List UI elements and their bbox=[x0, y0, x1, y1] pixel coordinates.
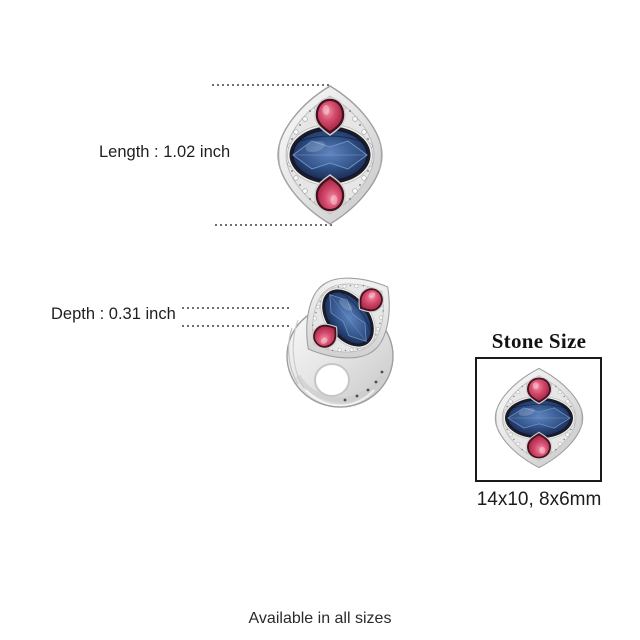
depth-label: Depth : 0.31 inch bbox=[51, 305, 176, 323]
depth-measure-line-top bbox=[182, 307, 291, 309]
stone-dimensions-label: 14x10, 8x6mm bbox=[476, 489, 602, 510]
stone-size-title: Stone Size bbox=[491, 329, 587, 353]
availability-label: Available in all sizes bbox=[248, 610, 392, 627]
ring-stone-size-image bbox=[494, 367, 583, 469]
length-measure-line-top bbox=[212, 84, 329, 86]
length-label: Length : 1.02 inch bbox=[99, 143, 231, 161]
length-measure-line-bottom bbox=[215, 224, 335, 226]
ring-side-view-image bbox=[282, 276, 398, 408]
ring-hole bbox=[314, 363, 350, 397]
stone-size-box bbox=[475, 357, 602, 482]
depth-measure-line-bottom bbox=[182, 325, 291, 327]
ring-top-view-image bbox=[277, 85, 383, 225]
channel-set-stones bbox=[343, 370, 384, 402]
